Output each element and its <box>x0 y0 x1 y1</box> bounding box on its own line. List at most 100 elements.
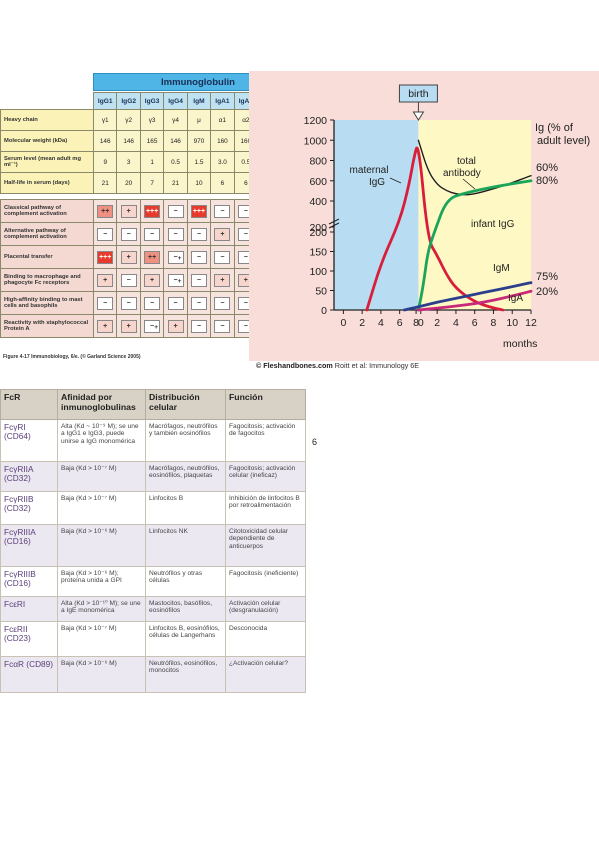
igm-line <box>403 281 533 312</box>
ig-function-cell: + <box>116 245 141 269</box>
y-tick-label: 400 <box>309 196 327 208</box>
fcr-distribution: Linfocitos NK <box>145 524 226 567</box>
x-axis-label: months <box>503 338 537 350</box>
maternal-igg-line <box>365 146 505 312</box>
x-tick-label: 8 <box>491 317 497 329</box>
fcr-distribution: Macrófagos, neutrófilos y también eosinó… <box>145 419 226 462</box>
ig-function-cell: +++ <box>92 245 118 269</box>
ig-function-label: Alternative pathway of complement activa… <box>0 222 94 246</box>
fcr-header-receptor: FcR <box>0 389 58 420</box>
fcr-distribution: Linfocitos B, eosinófilos, células de La… <box>145 621 226 657</box>
ig-function-label: Reactivity with staphylococcal Protein A <box>0 314 94 338</box>
activity-symbol: − <box>214 319 231 333</box>
y-tick-label: 150 <box>309 247 327 259</box>
ig-function-cell: − <box>163 291 188 315</box>
ig-function-cell: + <box>116 199 141 223</box>
activity-symbol: − <box>214 250 231 264</box>
ig-function-cell: − <box>186 291 212 315</box>
ig-function-cell: ++ <box>92 199 118 223</box>
y-tick-label: 1000 <box>304 135 328 147</box>
ig-function-cell: −+ <box>163 268 188 292</box>
x-tick-label: 8 <box>413 317 419 329</box>
fcr-receptor-name: FcγRIIIA (CD16) <box>0 524 58 567</box>
fcr-distribution: Neutrófilos y otras células <box>145 566 226 597</box>
ig-isotype-header: IgG3 <box>139 92 165 110</box>
fcr-receptor-name: FcαR (CD89) <box>0 656 58 693</box>
y-tick-label: 600 <box>309 176 327 188</box>
fcr-function: Fagocitosis (ineficiente) <box>225 566 306 597</box>
fcr-affinity: Alta (Kd ~ 10⁻⁹ M); se une a IgG1 e IgG3… <box>57 419 146 462</box>
ig-function-cell: − <box>186 222 212 246</box>
activity-symbol: − <box>120 273 137 287</box>
iga-line <box>417 289 533 312</box>
activity-symbol: − <box>190 296 207 310</box>
ig-property-label: Half-life in serum (days) <box>0 172 94 194</box>
fcr-receptor-name: FcγRIIIB (CD16) <box>0 566 58 597</box>
ig-function-cell: +++ <box>139 199 165 223</box>
activity-symbol: ++ <box>97 204 114 218</box>
series-label-total-antibody-line2: antibody <box>443 168 481 179</box>
ig-function-label: Placental transfer <box>0 245 94 269</box>
page-number: 6 <box>312 437 318 447</box>
fcr-affinity: Baja (Kd > 10⁻⁷ M) <box>57 491 146 525</box>
ig-property-value: 10 <box>186 172 212 194</box>
activity-symbol: − <box>190 250 207 264</box>
fcr-distribution: Macrófagos, neutrófilos, eosinófilos, pl… <box>145 461 226 492</box>
activity-symbol: + <box>120 250 137 264</box>
ig-property-value: 165 <box>139 130 165 152</box>
ig-function-cell: − <box>139 222 165 246</box>
ig-property-value: 3.0 <box>210 151 235 173</box>
ig-function-cell: − <box>210 291 235 315</box>
x-tick-label: 2 <box>359 317 365 329</box>
fcr-function: Inhibición de linfocitos B por retroalim… <box>225 491 306 525</box>
activity-symbol: − <box>190 319 207 333</box>
ig-property-label: Serum level (mean adult mg ml⁻¹) <box>0 151 94 173</box>
y-axis-label-line2: adult level) <box>537 135 590 147</box>
activity-symbol: − <box>167 296 184 310</box>
y-tick-label: 50 <box>315 286 327 298</box>
x-tick-label: 12 <box>525 317 537 329</box>
fcr-receptor-name: FcεRII (CD23) <box>0 621 58 657</box>
ig-function-cell: + <box>210 222 235 246</box>
fcr-affinity: Alta (Kd > 10⁻¹⁰ M); se une a IgE monomé… <box>57 596 146 622</box>
series-end-label: 20% <box>536 286 558 298</box>
y-tick-label: 200 <box>309 222 327 234</box>
activity-symbol: − <box>144 227 161 241</box>
ig-function-label: Binding to macrophage and phagocyte Fc r… <box>0 268 94 292</box>
ig-property-value: 9 <box>92 151 118 173</box>
x-tick-label: 6 <box>397 317 403 329</box>
activity-symbol: ++ <box>144 250 161 264</box>
activity-symbol: − <box>167 204 184 218</box>
ig-function-cell: − <box>186 268 212 292</box>
chart-credit-source: Roitt et al: Immunology 6E <box>334 361 420 370</box>
ig-property-value: γ2 <box>116 109 141 131</box>
fcr-distribution: Neutrófilos, eosinófilos, monocitos <box>145 656 226 693</box>
fcr-function: Citotoxicidad celular dependiente de ant… <box>225 524 306 567</box>
fcr-receptor-name: FcγRIIA (CD32) <box>0 461 58 492</box>
series-label-iga: IgA <box>508 293 523 304</box>
activity-symbol: −+ <box>167 250 184 264</box>
ig-function-cell: ++ <box>139 245 165 269</box>
activity-symbol: − <box>190 227 207 241</box>
ig-function-cell: + <box>92 268 118 292</box>
ig-property-value: 160 <box>210 130 235 152</box>
ig-property-value: 6 <box>210 172 235 194</box>
ig-function-cell: − <box>186 314 212 338</box>
fcr-function: ¿Activación celular? <box>225 656 306 693</box>
postnatal-region <box>418 120 531 310</box>
table-spacer <box>0 193 305 200</box>
fcr-function: Fagocitosis; activación de fagocitos <box>225 419 306 462</box>
ig-property-value: 21 <box>92 172 118 194</box>
activity-symbol: +++ <box>97 250 114 264</box>
x-tick-label: 0 <box>418 317 424 329</box>
series-label-maternal-igg-line1: maternal <box>350 165 389 176</box>
ig-property-value: 1 <box>139 151 165 173</box>
ig-function-cell: − <box>92 222 118 246</box>
ig-property-value: 1.5 <box>186 151 212 173</box>
table-row: Reactivity with staphylococcal Protein A… <box>0 314 305 338</box>
activity-symbol: + <box>120 204 137 218</box>
ig-function-cell: − <box>210 199 235 223</box>
activity-symbol: − <box>97 296 114 310</box>
infant-igg-line <box>417 179 533 312</box>
ig-property-value: 21 <box>163 172 188 194</box>
